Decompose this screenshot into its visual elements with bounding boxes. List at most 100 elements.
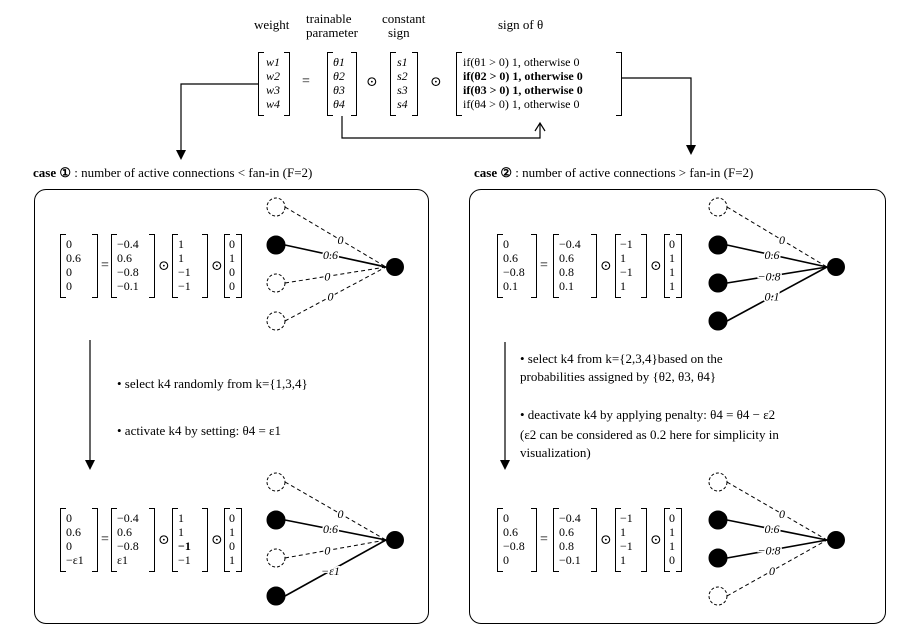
sign-theta-label: sign of θ xyxy=(498,17,544,32)
matrix-cell: −1 xyxy=(620,511,633,525)
matrix-cell: −0.4 xyxy=(117,511,139,525)
case1-bottom-theta: −0.4 0.6 −0.8 ε1 xyxy=(111,508,155,572)
hadamard-operator: ⊙ xyxy=(366,75,378,90)
case1-top-edge-label: 0 xyxy=(324,269,330,283)
case1-top-edge xyxy=(284,206,387,268)
matrix-cell: −0.1 xyxy=(117,279,139,293)
case2-top-active-input-node xyxy=(708,273,728,293)
matrix-cell: −0.4 xyxy=(559,237,581,251)
arrow-theta-to-sign xyxy=(341,116,541,139)
hadamard-operator: ⊙ xyxy=(600,259,612,274)
case2-top-edge xyxy=(726,244,828,268)
matrix-cell: 1 xyxy=(620,251,626,265)
arrow-to-case2 xyxy=(622,77,692,150)
trainable-label-line2: parameter xyxy=(306,25,358,40)
case2-top-edge xyxy=(726,206,828,268)
case2-bottom-edge xyxy=(726,539,828,597)
case2-top-edge xyxy=(726,266,828,284)
case2-bottom-output-node xyxy=(827,531,845,549)
weight-cell: w4 xyxy=(266,97,281,111)
matrix-cell: 0 xyxy=(66,539,72,553)
case1-bottom-edge xyxy=(284,539,387,559)
matrix-cell: 0 xyxy=(669,553,675,567)
case1-bottom-edge-label: 0 xyxy=(324,543,330,557)
case1-bottom-edge-label: 0 xyxy=(338,507,344,521)
matrix-cell: 0 xyxy=(229,511,235,525)
hadamard-operator: ⊙ xyxy=(650,533,662,548)
matrix-cell: 0.6 xyxy=(66,251,81,265)
case2-top-edge-label: 0 xyxy=(779,233,785,247)
matrix-cell: −0.8 xyxy=(117,539,139,553)
case2-bottom-active-input-node xyxy=(708,548,728,568)
matrix-cell: ε1 xyxy=(117,553,129,567)
case1-top-mask: 0 1 0 0 xyxy=(224,234,242,298)
theta-cell: θ3 xyxy=(333,83,345,97)
case2-step1-line1: • select k4 from k={2,3,4}based on the xyxy=(520,351,723,366)
matrix-cell: 0.1 xyxy=(503,279,518,293)
matrix-cell: 0 xyxy=(503,511,509,525)
case1-top-sign: 1 1 −1 −1 xyxy=(172,234,208,298)
weight-cell: w2 xyxy=(266,69,281,83)
equals-sign: = xyxy=(540,258,548,273)
case1-bottom-edge xyxy=(284,481,387,541)
matrix-cell: −1 xyxy=(178,279,191,293)
theta-cell: θ2 xyxy=(333,69,345,83)
case1-down-arrow xyxy=(85,340,95,470)
case1-top-inactive-input-node xyxy=(266,273,286,293)
case1-bottom-inactive-input-node xyxy=(266,472,286,492)
matrix-cell: −1 xyxy=(178,539,191,553)
matrix-cell: 0.6 xyxy=(503,525,518,539)
constant-label-line1: constant xyxy=(382,11,426,26)
matrix-cell: 0 xyxy=(669,237,675,251)
matrix-cell: −1 xyxy=(620,539,633,553)
equals-sign: = xyxy=(540,532,548,547)
weight-cell: w1 xyxy=(266,55,281,69)
case1-top-edge-label: 0 xyxy=(338,233,344,247)
matrix-cell: −ε1 xyxy=(66,553,84,567)
case2-top-mask: 0 1 1 1 xyxy=(664,234,682,298)
case2-bottom-theta: −0.4 0.6 0.8 −0.1 xyxy=(553,508,597,572)
case1-step1: • select k4 randomly from k={1,3,4} xyxy=(117,376,308,391)
case1-top-edge xyxy=(284,266,387,284)
case1-bottom-inactive-input-node xyxy=(266,548,286,568)
indicator-row: if(θ3 > 0) 1, otherwise 0 xyxy=(463,83,583,97)
matrix-cell: −0.8 xyxy=(503,539,525,553)
case2-bottom-lhs: 0 0.6 −0.8 0 xyxy=(497,508,537,572)
matrix-cell: 0.6 xyxy=(66,525,81,539)
case1-top-lhs: 0 0.6 0 0 xyxy=(60,234,98,298)
case1-top-edge xyxy=(284,244,387,268)
matrix-cell: −1 xyxy=(178,265,191,279)
matrix-cell: 0 xyxy=(66,237,72,251)
theta-vector: θ1 θ2 θ3 θ4 xyxy=(327,52,357,116)
case2-top-lhs: 0 0.6 −0.8 0.1 xyxy=(497,234,537,298)
case1-bottom-active-input-node xyxy=(266,510,286,530)
weight-vector: w1 w2 w3 w4 xyxy=(258,52,290,116)
case2-bottom-edge-label: 0 xyxy=(769,564,775,578)
case1-top-output-node xyxy=(386,258,404,276)
case2-bottom-mask: 0 1 1 0 xyxy=(664,508,682,572)
case1-bottom-edge xyxy=(284,519,387,541)
equals-sign: = xyxy=(101,258,109,273)
matrix-cell: 0 xyxy=(229,539,235,553)
matrix-cell: 0.6 xyxy=(559,525,574,539)
case2-top-edge-label: 0.6 xyxy=(765,248,780,262)
indicator-row: if(θ1 > 0) 1, otherwise 0 xyxy=(463,55,580,69)
case1-top-edge-label: 0.6 xyxy=(323,248,338,262)
matrix-cell: 0.6 xyxy=(117,525,132,539)
matrix-cell: 0.8 xyxy=(559,265,574,279)
constant-label-line2: sign xyxy=(388,25,410,40)
matrix-cell: 1 xyxy=(669,525,675,539)
case1-bottom-lhs: 0 0.6 0 −ε1 xyxy=(60,508,98,572)
case2-bottom-active-input-node xyxy=(708,510,728,530)
equals-sign: = xyxy=(101,532,109,547)
case2-bottom-edge-label: 0.6 xyxy=(765,522,780,536)
case1-top-active-input-node xyxy=(266,235,286,255)
case1-title-rest: : number of active connections < fan-in … xyxy=(71,165,313,180)
matrix-cell: 1 xyxy=(620,279,626,293)
theta-cell: θ4 xyxy=(333,97,345,111)
case2-bottom-inactive-input-node xyxy=(708,586,728,606)
equals-sign: = xyxy=(302,74,310,89)
case2-top-edge xyxy=(726,266,828,322)
case1-bottom-edge xyxy=(284,539,387,597)
hadamard-operator: ⊙ xyxy=(650,259,662,274)
